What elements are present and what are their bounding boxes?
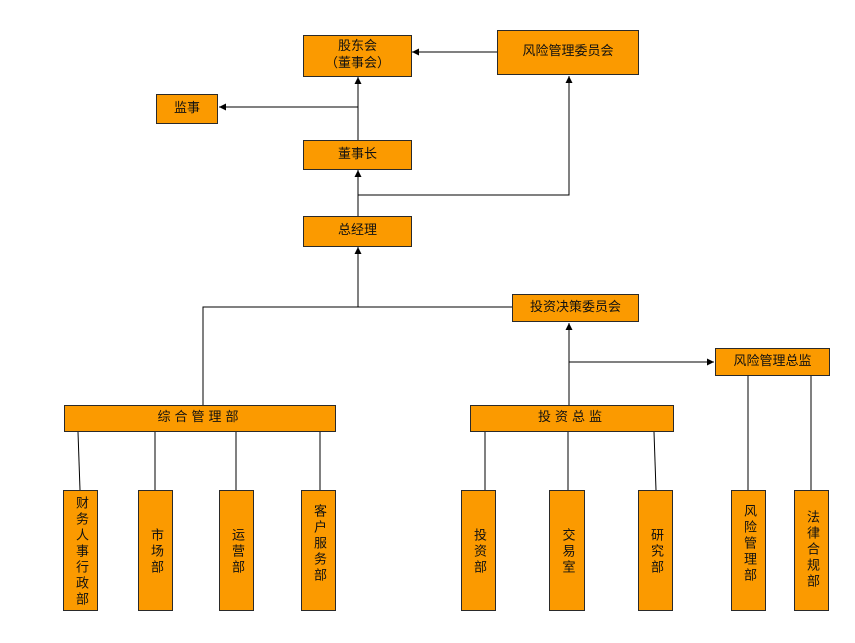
shareholders-box: 股东会 （董事会）	[303, 35, 412, 77]
dept-operations: 运营部	[219, 490, 254, 611]
dept-risk-management-label: 风险管理部	[741, 504, 756, 584]
general-management-label: 综合管理部	[157, 410, 243, 426]
chairman-label: 董事长	[337, 146, 377, 162]
dept-marketing: 市场部	[138, 490, 173, 611]
dept-operations-label: 运营部	[229, 528, 244, 576]
investment-committee-box: 投资决策委员会	[512, 294, 639, 322]
line-general-management-to-gm	[202, 306, 512, 405]
risk-director-label: 风险管理总监	[733, 353, 812, 369]
board-label: （董事会）	[324, 56, 390, 71]
line-to-finance	[77, 431, 81, 491]
risk-director-box: 风险管理总监	[715, 348, 830, 376]
dept-legal-compliance: 法律合规部	[794, 490, 829, 611]
risk-committee-box: 风险管理委员会	[497, 30, 639, 75]
line-to-research	[653, 431, 657, 491]
risk-committee-label: 风险管理委员会	[522, 44, 614, 60]
investment-director-box: 投资总监	[470, 405, 674, 432]
general-manager-box: 总经理	[303, 216, 412, 247]
dept-finance-hr-admin: 财务人事行政部	[63, 490, 98, 611]
supervisor-box: 监事	[156, 94, 218, 124]
general-management-box: 综合管理部	[64, 405, 336, 432]
dept-marketing-label: 市场部	[148, 528, 163, 576]
dept-investment: 投资部	[461, 490, 496, 611]
investment-director-label: 投资总监	[537, 410, 606, 426]
dept-customer-service: 客户服务部	[301, 490, 336, 611]
dept-customer-service-label: 客户服务部	[311, 504, 326, 584]
dept-finance-hr-admin-label: 财务人事行政部	[73, 496, 88, 608]
chairman-box: 董事长	[303, 140, 412, 170]
shareholders-label: 股东会	[337, 39, 377, 55]
dept-legal-compliance-label: 法律合规部	[804, 510, 819, 590]
dept-trading-label: 交易室	[559, 528, 575, 576]
investment-committee-label: 投资决策委员会	[529, 299, 621, 315]
supervisor-label: 监事	[173, 100, 200, 116]
dept-research-label: 研究部	[648, 528, 663, 576]
dept-trading: 交易室	[549, 490, 585, 611]
dept-research: 研究部	[638, 490, 673, 611]
dept-investment-label: 投资部	[471, 528, 486, 576]
general-manager-label: 总经理	[337, 223, 377, 239]
dept-risk-management: 风险管理部	[731, 490, 766, 611]
arrow-to-risk-committee	[358, 76, 573, 196]
